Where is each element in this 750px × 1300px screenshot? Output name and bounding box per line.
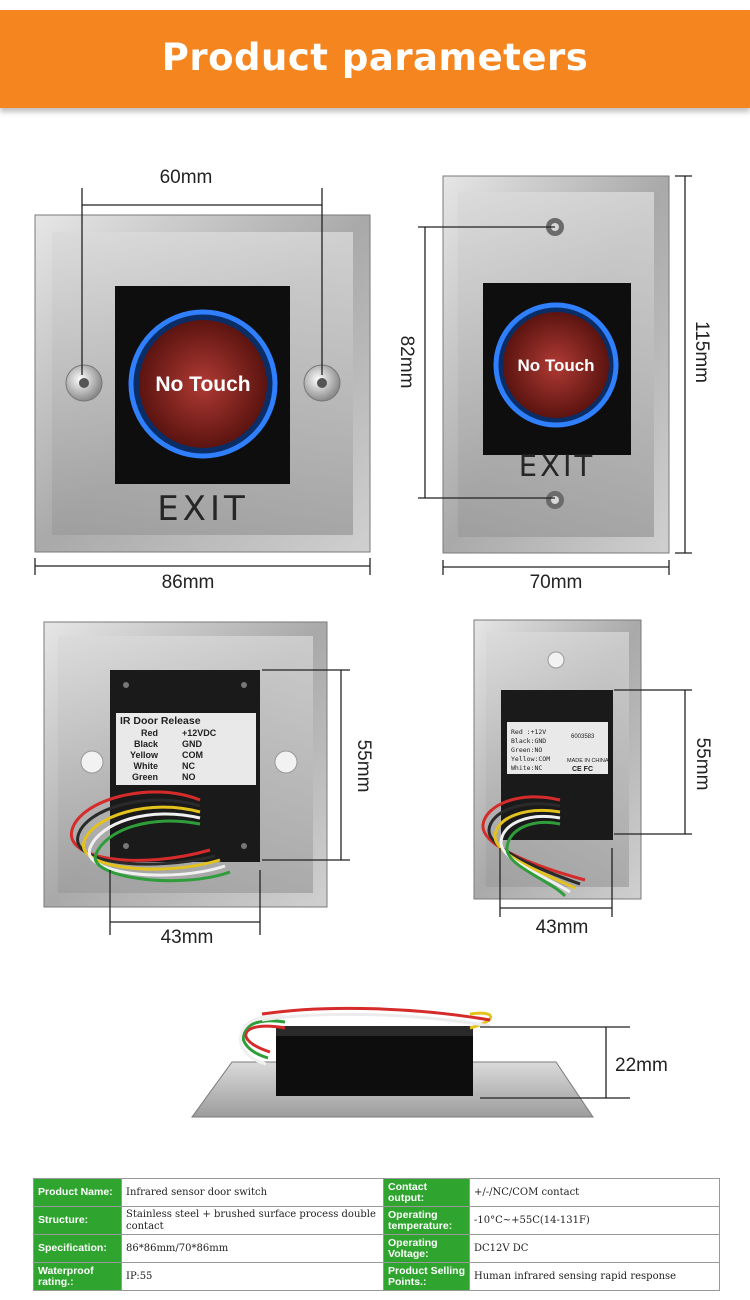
spec-key: Waterproof rating.:: [33, 1262, 122, 1291]
certification-marks: CE FC: [572, 766, 593, 773]
header-banner: Product parameters: [0, 10, 750, 108]
wire-function: +12VDC: [182, 728, 217, 738]
spec-table: Product Name:Infrared sensor door switch…: [33, 1178, 720, 1291]
dimension-lines: [418, 175, 692, 575]
wire-function: COM: [182, 750, 203, 760]
wiring-label: [507, 722, 608, 774]
spec-key: Specification:: [33, 1234, 122, 1263]
back-rect-switch: Red :+12VBlack:GNDGreen:NOYellow:COMWhit…: [473, 619, 713, 938]
sticker-title: IR Door Release: [120, 715, 201, 727]
front-rect-switch: No Touch EXIT 82mm 115mm 70mm: [396, 175, 712, 593]
spec-key: Operating temperature:: [383, 1206, 470, 1235]
sticker-line: Red :+12V: [511, 728, 546, 736]
dimension-label-55mm: 55mm: [353, 740, 374, 793]
sticker-line: Green:NO: [511, 746, 542, 754]
back-square-switch: IR Door Release Red +12VDC Black GND Yellow C…: [43, 621, 374, 948]
spec-value: Human infrared sensing rapid response: [469, 1262, 720, 1291]
dimension-label-43mm: 43mm: [161, 927, 214, 948]
spec-key: Structure:: [33, 1206, 122, 1235]
spec-value: Stainless steel + brushed surface proces…: [121, 1206, 384, 1235]
dimension-lines: [480, 1026, 630, 1099]
spec-key: Product Selling Points.:: [383, 1262, 470, 1291]
spec-value: 86*86mm/70*86mm: [121, 1234, 384, 1263]
wire-harness: [238, 1006, 493, 1066]
front-square-switch: No Touch EXIT 60mm 86mm: [34, 167, 371, 593]
spec-row: Structure:Stainless steel + brushed surf…: [33, 1206, 720, 1235]
touch-sensor: [139, 320, 267, 448]
spec-key: Operating Voltage:: [383, 1234, 470, 1263]
product-illustration: No Touch EXIT 60mm 86mm No Touch EXIT: [34, 167, 713, 1118]
dimension-label-86mm: 86mm: [162, 572, 215, 593]
touch-sensor: [503, 312, 609, 418]
spec-row: Product Name:Infrared sensor door switch…: [33, 1178, 720, 1207]
sensor-module: [276, 1026, 473, 1096]
spec-value: Infrared sensor door switch: [121, 1178, 384, 1207]
spec-value: -10°C~+55C(14-131F): [469, 1206, 720, 1235]
spec-key: Contact output:: [383, 1178, 470, 1207]
dimension-lines: [499, 689, 692, 917]
no-touch-label: No Touch: [155, 373, 250, 396]
dimension-label-115mm: 115mm: [691, 321, 712, 383]
spec-value: IP:55: [121, 1262, 384, 1291]
sticker-origin: MADE IN CHINA: [567, 758, 609, 764]
wire-color: Red: [141, 728, 158, 738]
sticker-line: Black:GND: [511, 737, 546, 745]
dimension-label-43mm: 43mm: [536, 917, 589, 938]
dimension-lines: [109, 669, 350, 935]
spec-key: Product Name:: [33, 1178, 122, 1207]
dimension-label-55mm: 55mm: [692, 738, 713, 791]
exit-label: EXIT: [157, 489, 249, 529]
dimension-label-70mm: 70mm: [530, 572, 583, 593]
wire-color: Black: [134, 739, 159, 749]
no-touch-label: No Touch: [517, 356, 594, 375]
wire-harness: [70, 790, 231, 883]
dimension-label-82mm: 82mm: [396, 336, 417, 389]
wire-color: White: [134, 761, 159, 771]
wiring-label: [116, 713, 256, 785]
dimension-lines: [34, 188, 371, 575]
exit-label: EXIT: [519, 449, 595, 483]
wire-function: NC: [182, 761, 195, 771]
page-title: Product parameters: [161, 36, 589, 79]
wire-function: GND: [182, 739, 203, 749]
sticker-line: Yellow:COM: [511, 755, 550, 763]
dimension-label-60mm: 60mm: [160, 167, 213, 188]
dimension-label-22mm: 22mm: [615, 1055, 668, 1076]
side-view: 22mm: [191, 1006, 668, 1118]
wire-function: NO: [182, 772, 196, 782]
spec-value: DC12V DC: [469, 1234, 720, 1263]
wire-harness: [481, 795, 586, 898]
wire-color: Yellow: [130, 750, 159, 760]
sticker-line: White:NC: [511, 764, 542, 772]
spec-value: +/-/NC/COM contact: [469, 1178, 720, 1207]
wire-color: Green: [132, 772, 158, 782]
sticker-code: 6003583: [571, 734, 595, 740]
